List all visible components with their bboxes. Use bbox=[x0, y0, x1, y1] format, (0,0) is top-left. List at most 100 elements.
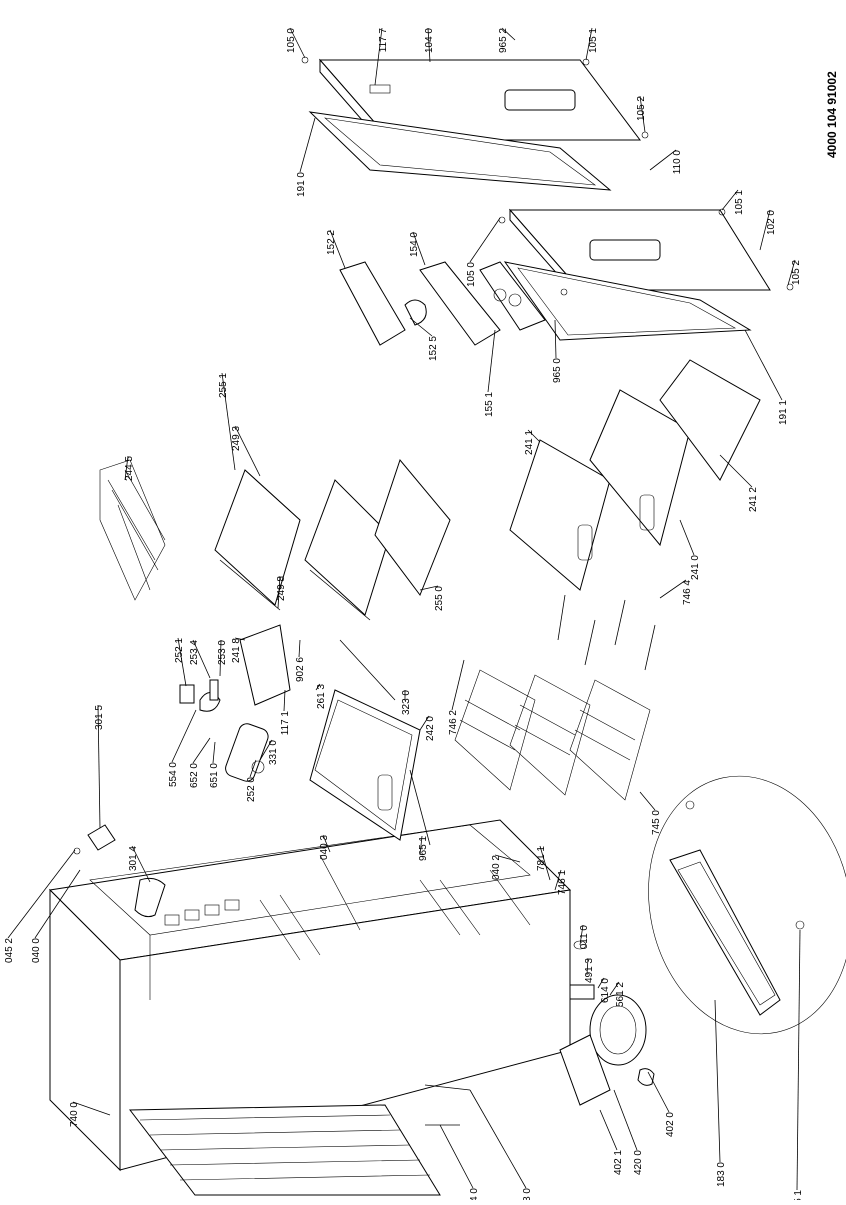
condenser-coil bbox=[129, 1104, 441, 1196]
part-number-label: 255 1 bbox=[218, 373, 229, 398]
part-number-label: 402 1 bbox=[613, 1150, 624, 1175]
leader-line bbox=[298, 639, 301, 658]
leader-line bbox=[659, 579, 687, 599]
leader-line bbox=[554, 869, 562, 891]
part-number-label: 242 0 bbox=[425, 716, 436, 741]
leader-line bbox=[796, 929, 801, 1191]
part-number-label: 253 0 bbox=[217, 640, 228, 665]
part-number-label: 045 2 bbox=[4, 938, 15, 963]
part-number-label: 152 5 bbox=[428, 336, 439, 361]
part-number-label: 402 0 bbox=[665, 1112, 676, 1137]
leader-line bbox=[192, 639, 211, 679]
door-balconies bbox=[339, 261, 546, 346]
part-number-label: 011 0 bbox=[579, 925, 590, 950]
part-number-label: 261 3 bbox=[316, 684, 327, 709]
part-number-label: 155 1 bbox=[484, 392, 495, 417]
glass-shelves bbox=[214, 458, 451, 621]
leader-line bbox=[487, 329, 496, 393]
leader-line bbox=[744, 329, 783, 401]
leader-line bbox=[299, 117, 316, 173]
part-number-label: 491 3 bbox=[584, 958, 595, 983]
part-number-label: 244 5 bbox=[124, 456, 135, 481]
part-number-label: 965 0 bbox=[552, 358, 563, 383]
leader-line bbox=[72, 1101, 111, 1116]
part-number-label: 105 1 bbox=[734, 190, 745, 215]
leader-line bbox=[554, 319, 557, 359]
part-number-label: 252 1 bbox=[174, 638, 185, 663]
part-number-label: 040 2 bbox=[491, 855, 502, 880]
leader-line bbox=[527, 429, 541, 443]
document-code: 4000 104 91002 bbox=[825, 71, 839, 158]
part-number-label: 249 8 bbox=[276, 576, 287, 601]
part-number-label: 102 0 bbox=[766, 210, 777, 235]
drain-tubes bbox=[424, 1084, 471, 1126]
leader-line bbox=[759, 209, 771, 251]
leader-line bbox=[234, 637, 246, 641]
leader-line bbox=[249, 759, 257, 778]
part-number-label: 253 4 bbox=[189, 640, 200, 665]
part-number-label: 117 7 bbox=[378, 28, 389, 53]
leader-line bbox=[177, 637, 187, 687]
leader-line bbox=[219, 639, 222, 677]
leader-line bbox=[599, 1109, 618, 1151]
door-gasket-lower bbox=[503, 261, 752, 341]
wire-rack bbox=[99, 459, 166, 601]
part-number-label: 040 0 bbox=[31, 938, 42, 963]
leader-line bbox=[451, 659, 465, 711]
leader-line bbox=[639, 95, 646, 133]
leader-line bbox=[647, 1071, 670, 1113]
leader-line bbox=[34, 869, 81, 939]
part-number-label: 764 0 bbox=[469, 1188, 480, 1200]
part-number-label: 323 0 bbox=[401, 690, 412, 715]
part-number-label: 902 6 bbox=[295, 657, 306, 682]
part-number-label: 301 5 bbox=[94, 705, 105, 730]
part-number-label: 652 0 bbox=[189, 763, 200, 788]
part-number-label: 740 0 bbox=[69, 1102, 80, 1127]
leader-line bbox=[719, 454, 753, 488]
leader-line bbox=[283, 689, 286, 712]
leader-line bbox=[714, 999, 721, 1163]
part-number-label: 965 2 bbox=[498, 28, 509, 53]
part-number-label: 117 1 bbox=[280, 711, 291, 736]
leader-line bbox=[469, 1089, 527, 1189]
leader-line bbox=[221, 372, 236, 471]
part-number-label: 183 0 bbox=[716, 1162, 727, 1187]
part-number-label: 105 0 bbox=[286, 28, 297, 53]
part-number-label: 331 0 bbox=[268, 740, 279, 765]
part-number-label: 301 4 bbox=[128, 846, 139, 871]
leader-line bbox=[609, 981, 620, 996]
leader-line bbox=[679, 519, 695, 556]
leader-line bbox=[501, 27, 516, 41]
cabinet-interior-shelves bbox=[164, 869, 531, 961]
base-bracket-detail bbox=[648, 775, 846, 1035]
leader-line bbox=[419, 715, 430, 731]
part-number-label: 191 0 bbox=[296, 172, 307, 197]
leader-line bbox=[787, 259, 796, 286]
part-number-label: 241 2 bbox=[748, 487, 759, 512]
leader-line bbox=[494, 854, 521, 863]
leader-line bbox=[124, 455, 129, 481]
leader-line bbox=[439, 1124, 474, 1189]
leader-line bbox=[579, 924, 584, 946]
part-number-label: 554 0 bbox=[168, 762, 179, 787]
door-gasket-upper bbox=[308, 111, 612, 191]
leader-line bbox=[289, 27, 306, 59]
part-number-label: 614 0 bbox=[600, 978, 611, 1003]
part-number-label: 105 2 bbox=[791, 260, 802, 285]
leader-line bbox=[586, 957, 589, 976]
leader-line bbox=[721, 189, 739, 211]
leader-line bbox=[131, 845, 151, 883]
leader-line bbox=[329, 229, 346, 269]
part-number-label: 745 0 bbox=[651, 810, 662, 835]
part-number-label: 241 8 bbox=[231, 638, 242, 663]
leader-line bbox=[613, 1089, 638, 1151]
part-number-label: 420 0 bbox=[633, 1150, 644, 1175]
hinge-parts bbox=[73, 824, 166, 918]
cabinet bbox=[48, 819, 572, 1172]
leader-line bbox=[409, 317, 433, 337]
leader-line bbox=[212, 741, 216, 764]
part-number-label: 110 0 bbox=[672, 150, 683, 175]
part-number-label: 105 1 bbox=[588, 28, 599, 53]
crisper-drawers bbox=[509, 359, 761, 591]
leader-line bbox=[322, 834, 331, 853]
